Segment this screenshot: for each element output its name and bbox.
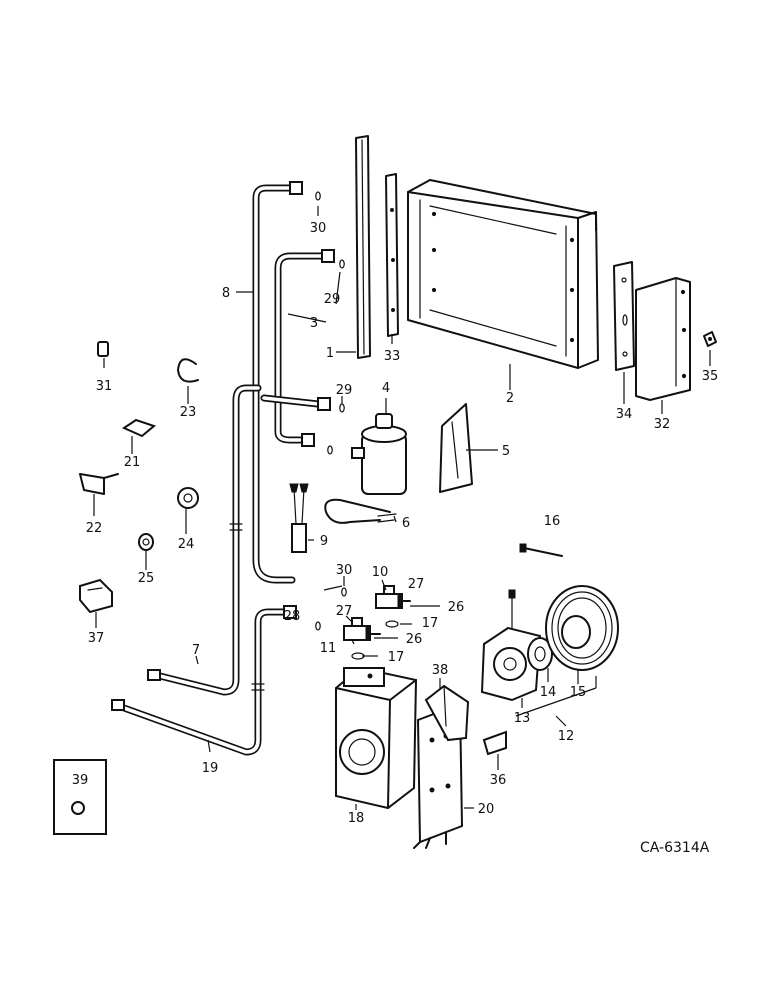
part-9-switch xyxy=(289,483,309,553)
callout-17-low: 17 xyxy=(388,650,405,665)
part-23-snap-ring xyxy=(177,358,199,383)
part-6-ubolt xyxy=(324,498,397,524)
part-11-valve xyxy=(343,617,381,641)
callout-18: 18 xyxy=(348,811,365,826)
callout-5: 5 xyxy=(502,444,510,459)
callout-31: 31 xyxy=(96,379,113,394)
part-24-washer xyxy=(177,487,199,509)
part-2-condenser xyxy=(407,179,599,369)
callout-30-low: 30 xyxy=(336,563,353,578)
oring-29b1 xyxy=(339,403,345,413)
callout-9: 9 xyxy=(320,534,328,549)
part-14-hub xyxy=(527,637,553,671)
callout-15: 15 xyxy=(570,685,587,700)
oring-30b xyxy=(341,587,347,597)
part-25-bushing xyxy=(138,533,154,551)
part-3-hose xyxy=(260,249,335,447)
part-34-plate xyxy=(613,261,635,371)
part-13-coil xyxy=(480,589,542,702)
callout-4: 4 xyxy=(382,381,390,396)
callout-32: 32 xyxy=(654,417,671,432)
callout-10: 10 xyxy=(372,565,389,580)
callout-11: 11 xyxy=(320,641,337,656)
callout-33: 33 xyxy=(384,349,401,364)
callout-12: 12 xyxy=(558,729,575,744)
part-10-valve xyxy=(375,585,411,609)
part-22-bracket xyxy=(79,473,119,495)
callout-36: 36 xyxy=(490,773,507,788)
part-16-bolt xyxy=(519,543,563,557)
oring-28 xyxy=(315,621,321,631)
callout-27-low: 27 xyxy=(336,604,353,619)
part-7-hose xyxy=(147,384,262,696)
callout-26-top: 26 xyxy=(448,600,465,615)
part-36-clip xyxy=(482,730,507,756)
part-31-plug xyxy=(97,341,109,357)
callout-17-top: 17 xyxy=(422,616,439,631)
callout-1: 1 xyxy=(326,346,334,361)
part-5-bracket xyxy=(439,403,473,493)
part-38-bracket xyxy=(424,684,470,742)
part-8-hose xyxy=(252,181,303,584)
part-1-channel xyxy=(355,135,371,359)
callout-30-top: 30 xyxy=(310,221,327,236)
oring-30a xyxy=(315,191,321,201)
callout-13: 13 xyxy=(514,711,531,726)
callout-19: 19 xyxy=(202,761,219,776)
callout-6: 6 xyxy=(402,516,410,531)
callout-39: 39 xyxy=(72,773,89,788)
part-19-hose xyxy=(111,605,297,756)
callout-38: 38 xyxy=(432,663,449,678)
part-39-inset xyxy=(53,759,107,835)
callout-29-top: 29 xyxy=(324,292,341,307)
callout-14: 14 xyxy=(540,685,557,700)
part-15-pulley xyxy=(545,585,619,671)
leader-lines xyxy=(93,206,711,810)
part-18-compressor xyxy=(335,666,418,810)
callout-25: 25 xyxy=(138,571,155,586)
callout-35: 35 xyxy=(702,369,719,384)
oring-29b2 xyxy=(327,445,333,455)
callout-28: 28 xyxy=(284,609,301,624)
callout-26-low: 26 xyxy=(406,632,423,647)
callout-7: 7 xyxy=(192,643,200,658)
part-35-screw xyxy=(703,331,717,347)
callout-3: 3 xyxy=(310,316,318,331)
callout-16: 16 xyxy=(544,514,561,529)
drawing-code: CA-6314A xyxy=(640,840,710,856)
callout-labels: 30 8 29 3 1 33 2 34 32 35 31 23 29 4 5 2… xyxy=(72,221,719,826)
part-37-clamp xyxy=(79,578,113,614)
callout-23: 23 xyxy=(180,405,197,420)
callout-37: 37 xyxy=(88,631,105,646)
oring-29a xyxy=(339,259,345,269)
callout-24: 24 xyxy=(178,537,195,552)
part-21-clip xyxy=(121,418,157,438)
part-4-receiver-drier xyxy=(351,413,407,495)
callout-29-mid: 29 xyxy=(336,383,353,398)
oring-17a xyxy=(385,620,399,628)
callout-8: 8 xyxy=(222,286,230,301)
callout-20: 20 xyxy=(478,802,495,817)
callout-34: 34 xyxy=(616,407,633,422)
part-32-bracket xyxy=(635,277,691,401)
callout-2: 2 xyxy=(506,391,514,406)
callout-21: 21 xyxy=(124,455,141,470)
callout-22: 22 xyxy=(86,521,103,536)
callout-27-top: 27 xyxy=(408,577,425,592)
part-33-strip xyxy=(385,173,399,337)
